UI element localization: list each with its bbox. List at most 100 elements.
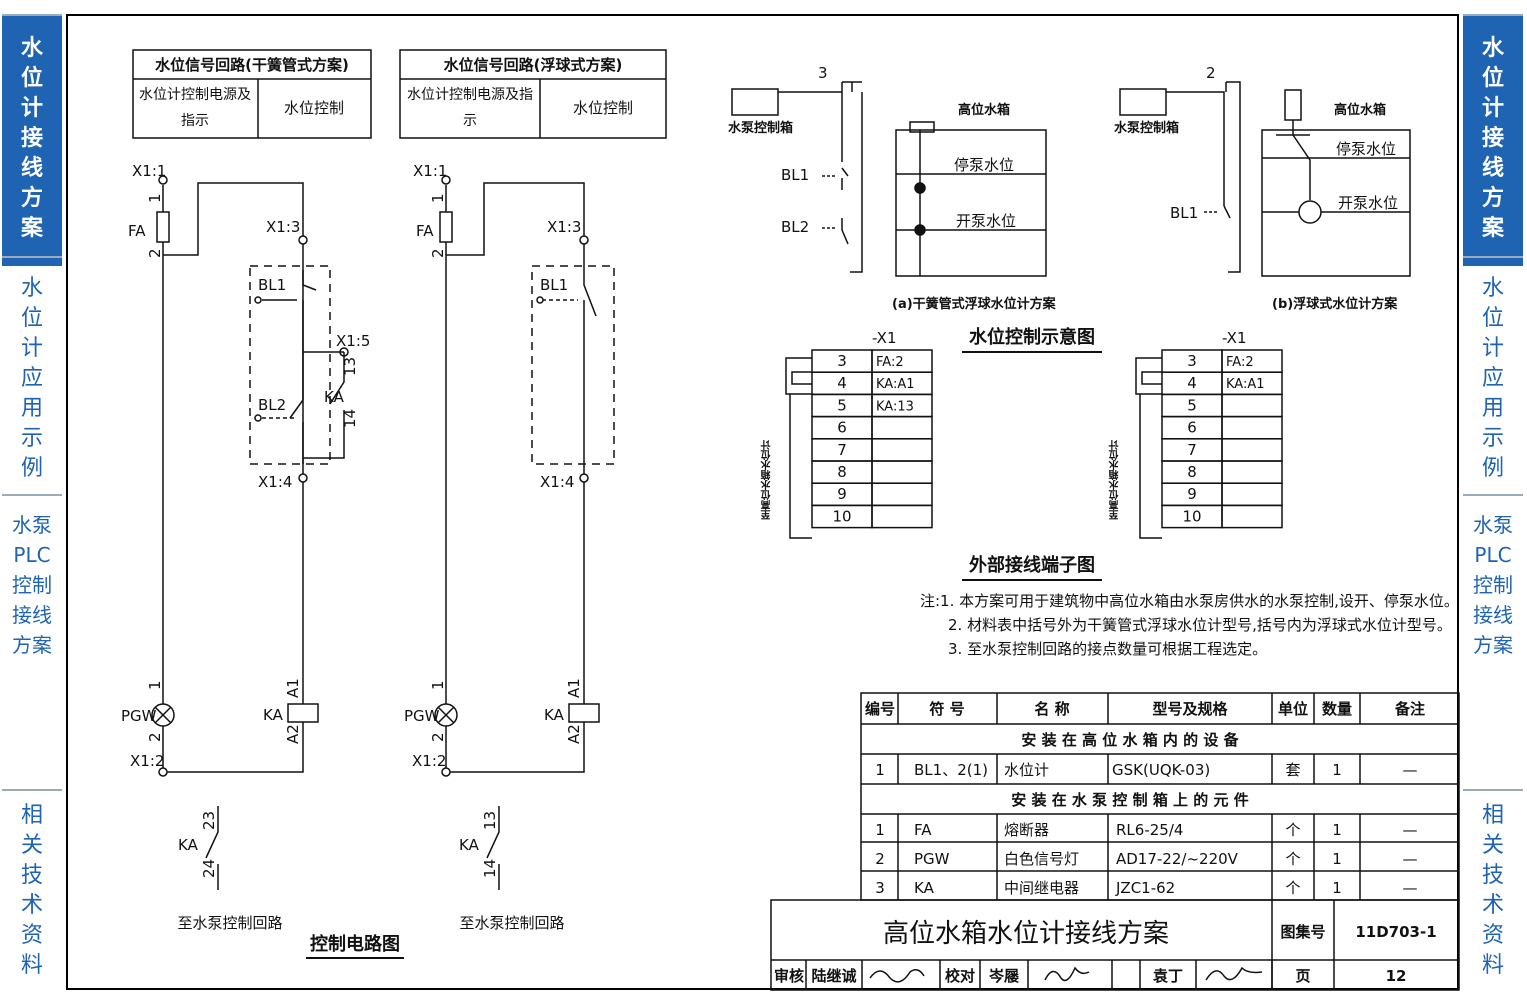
label-bl1: BL1 bbox=[540, 276, 568, 294]
reviewer-signature bbox=[869, 969, 925, 983]
side-tab-label: 水位计应用示例 bbox=[1481, 276, 1504, 481]
col-header-remark: 备注 bbox=[1394, 700, 1425, 718]
schematic-b-box-label: 水泵控制箱 bbox=[1114, 120, 1179, 136]
reviewer-name: 陆继诚 bbox=[811, 967, 856, 985]
table-row: 1 BL1、2(1) 水位计 GSK(UQK-03) 套 1 — bbox=[875, 761, 1417, 779]
left-circuit-header-title: 水位信号回路(干簧管式方案) bbox=[155, 56, 349, 74]
cell-remark: — bbox=[1403, 879, 1418, 897]
checker-name: 岑屦 bbox=[988, 967, 1020, 985]
pin-14: 14 bbox=[341, 409, 359, 428]
cell-symbol: PGW bbox=[914, 850, 950, 868]
cell-qty: 1 bbox=[1332, 879, 1342, 897]
side-tab-reference[interactable]: 相关技术资料 bbox=[2, 789, 62, 1001]
label-x14: X1:4 bbox=[258, 473, 292, 491]
pin-2: 2 bbox=[429, 248, 447, 258]
terminal-cell-target bbox=[871, 438, 933, 462]
label-x12: X1:2 bbox=[412, 752, 446, 770]
label-fa: FA bbox=[416, 222, 434, 240]
terminal-number: 3 bbox=[837, 352, 847, 370]
note-2: 2. 材料表中括号外为干簧管式浮球水位计型号,括号内为浮球式水位计型号。 bbox=[948, 616, 1452, 634]
atlas-number: 11D703-1 bbox=[1355, 923, 1436, 941]
left-circuit-header-col1: 水位计控制电源及指示 bbox=[139, 87, 251, 129]
pin-a1: A1 bbox=[284, 678, 302, 698]
cell-name: 中间继电器 bbox=[1004, 879, 1079, 897]
cell-name: 白色信号灯 bbox=[1004, 850, 1079, 868]
terminal-number: 7 bbox=[837, 441, 847, 459]
right-circuit: 水位信号回路(浮球式方案) 水位计控制电源及指示 水位控制 X1:1 FA X1… bbox=[399, 49, 667, 932]
pin-2: 2 bbox=[146, 732, 164, 742]
terminal-cell-target bbox=[871, 460, 933, 484]
section-header-panel: 安 装 在 水 泵 控 制 箱 上 的 元 件 bbox=[1011, 791, 1248, 809]
right-circuit-header-title: 水位信号回路(浮球式方案) bbox=[444, 56, 623, 74]
pin-1: 1 bbox=[429, 193, 447, 203]
right-circuit-footer: 至水泵控制回路 bbox=[459, 914, 564, 932]
side-tab-reference[interactable]: 相关技术资料 bbox=[1463, 789, 1523, 1001]
pump-control-box bbox=[1119, 88, 1167, 116]
level-switch-box bbox=[249, 265, 331, 465]
schematic-a-caption: (a)干簧管式浮球水位计方案 bbox=[892, 296, 1057, 312]
terminal-number: 9 bbox=[837, 485, 847, 503]
label-fa: FA bbox=[128, 222, 146, 240]
terminal-title: 外部接线端子图 bbox=[969, 554, 1095, 576]
schematic-a: 水泵控制箱 3 BL1 BL2 高位水箱 停泵水位 开泵水位 (a)干簧管式浮球… bbox=[728, 64, 1057, 312]
terminal-cell-target bbox=[1221, 482, 1283, 507]
terminal-cell-target bbox=[1221, 393, 1283, 418]
cell-remark: — bbox=[1403, 821, 1418, 839]
cell-unit: 套 bbox=[1285, 761, 1300, 779]
left-circuit-header-col2: 水位控制 bbox=[284, 99, 344, 117]
drawing-title: 高位水箱水位计接线方案 bbox=[883, 919, 1169, 949]
label-x12: X1:2 bbox=[130, 752, 164, 770]
right-circuit-header-col1: 水位计控制电源及指示 bbox=[407, 87, 533, 129]
terminal-x13 bbox=[298, 235, 308, 245]
fuse-fa bbox=[439, 211, 453, 243]
terminal-number: 8 bbox=[837, 463, 847, 481]
terminal-x11 bbox=[158, 175, 168, 185]
col-header-model: 型号及规格 bbox=[1152, 700, 1228, 718]
materials-table: 编号 符 号 名 称 型号及规格 单位 数量 备注 安 装 在 高 位 水 箱 … bbox=[860, 692, 1460, 901]
schematic-b-wire-no: 2 bbox=[1206, 64, 1216, 82]
label-ka-aux: KA bbox=[459, 836, 480, 854]
title-block: 高位水箱水位计接线方案 图集号 11D703-1 审核 陆继诚 校对 岑屦 袁丁… bbox=[770, 899, 1460, 991]
side-tab-wiring[interactable]: 水位计接线方案 bbox=[1463, 14, 1523, 266]
cell-unit: 个 bbox=[1285, 850, 1300, 868]
cell-qty: 1 bbox=[1332, 761, 1342, 779]
terminal-cell-target bbox=[871, 482, 933, 507]
side-tab-label: 水位计接线方案 bbox=[1481, 36, 1504, 241]
pin-13: 13 bbox=[341, 357, 359, 376]
page-label: 页 bbox=[1295, 967, 1310, 985]
schematic-title: 水位控制示意图 bbox=[969, 326, 1095, 348]
side-tab-label: 相关技术资料 bbox=[20, 803, 43, 978]
tank-a-start-level: 开泵水位 bbox=[956, 212, 1016, 230]
terminal-cell-target bbox=[1221, 460, 1283, 484]
note-3: 3. 至水泵控制回路的接点数量可根据工程选定。 bbox=[948, 640, 1267, 658]
side-tab-plc[interactable]: 水泵PLC控制接线方案 bbox=[2, 494, 62, 800]
terminal-b-side-label: 至高位水箱水位计 bbox=[1110, 440, 1121, 520]
cell-unit: 个 bbox=[1285, 821, 1300, 839]
terminal-number: 4 bbox=[1187, 374, 1197, 392]
drawing-frame bbox=[66, 14, 1459, 990]
side-tab-application[interactable]: 水位计应用示例 bbox=[2, 256, 62, 506]
col-header-symbol: 符 号 bbox=[929, 700, 964, 718]
schematic-b-caption: (b)浮球式水位计方案 bbox=[1272, 296, 1398, 312]
relay-coil-ka bbox=[568, 703, 600, 723]
side-tab-plc[interactable]: 水泵PLC控制接线方案 bbox=[1463, 494, 1523, 800]
page-number: 12 bbox=[1386, 967, 1407, 985]
cell-model: RL6-25/4 bbox=[1116, 821, 1183, 839]
pin-23: 23 bbox=[200, 811, 218, 830]
cell-no: 1 bbox=[875, 761, 885, 779]
control-circuit-title: 控制电路图 bbox=[310, 933, 400, 955]
side-tab-application[interactable]: 水位计应用示例 bbox=[1463, 256, 1523, 506]
terminal-target: FA:2 bbox=[876, 355, 904, 370]
terminal-x12 bbox=[441, 767, 451, 777]
terminal-number: 10 bbox=[832, 507, 851, 525]
cell-no: 2 bbox=[875, 850, 885, 868]
schematic-a-box-label: 水泵控制箱 bbox=[728, 120, 793, 136]
side-tab-wiring[interactable]: 水位计接线方案 bbox=[2, 14, 62, 266]
terminal-number: 5 bbox=[837, 396, 847, 414]
